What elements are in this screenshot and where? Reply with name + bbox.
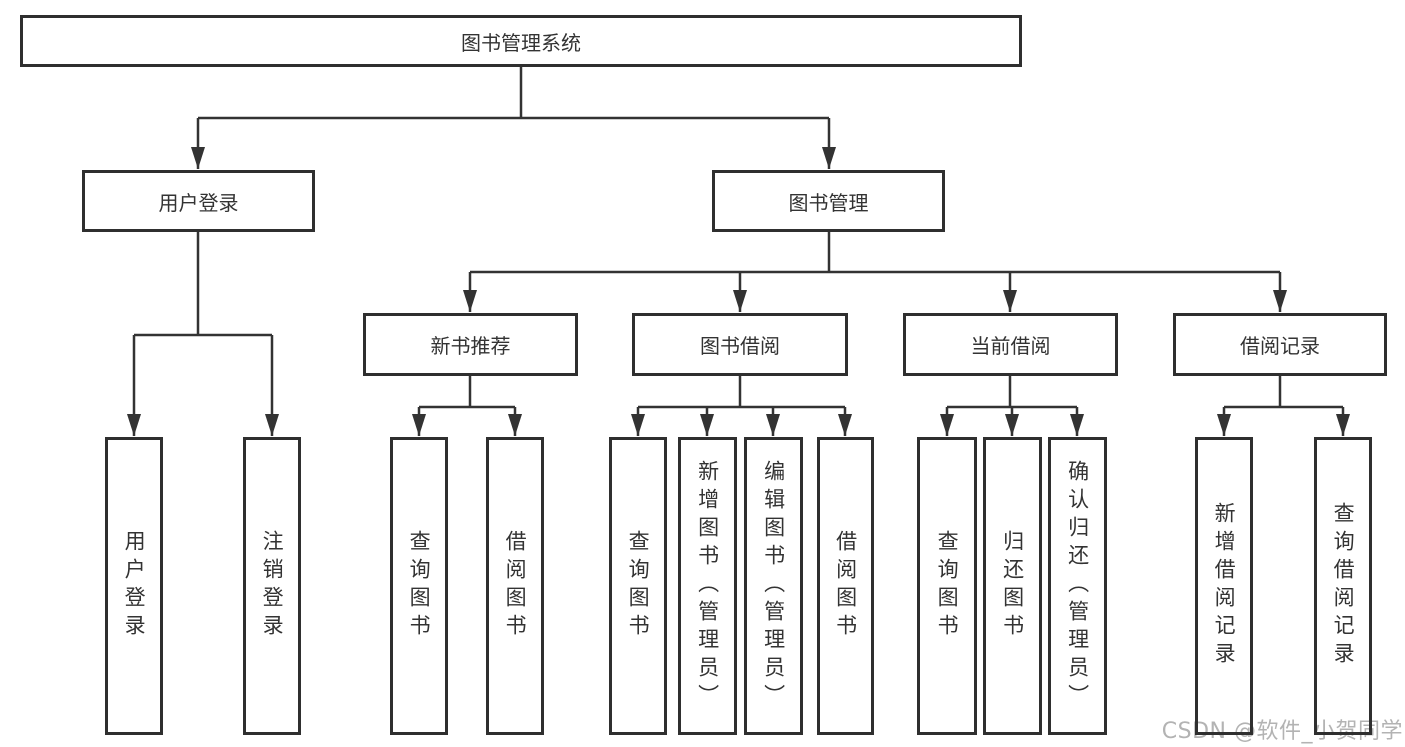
- leaf-borrow-books-borrowing: 借阅图书: [817, 437, 874, 735]
- leaf-logout: 注销登录: [243, 437, 301, 735]
- node-user-login: 用户登录: [82, 170, 315, 232]
- leaf-label: 借阅图书: [833, 530, 858, 642]
- leaf-label: 查询图书: [935, 530, 960, 642]
- leaf-label: 用户登录: [122, 530, 147, 642]
- leaf-confirm-return-admin: 确认归还（管理员）: [1048, 437, 1107, 735]
- leaf-add-borrow-record: 新增借阅记录: [1195, 437, 1253, 735]
- node-label: 图书管理: [788, 190, 869, 215]
- csdn-watermark: CSDN @软件_小贺同学: [1161, 719, 1403, 744]
- leaf-query-books-borrowing: 查询图书: [609, 437, 667, 735]
- leaf-label: 查询图书: [626, 530, 651, 642]
- node-new-book-recommendation: 新书推荐: [363, 313, 578, 376]
- leaf-borrow-books-recommend: 借阅图书: [486, 437, 544, 735]
- node-label: 新书推荐: [430, 334, 511, 358]
- node-borrowing-records: 借阅记录: [1173, 313, 1387, 376]
- leaf-edit-books-admin: 编辑图书（管理员）: [744, 437, 803, 735]
- node-label: 图书管理系统: [461, 30, 581, 55]
- node-label: 借阅记录: [1240, 334, 1320, 358]
- leaf-label: 借阅图书: [503, 530, 528, 642]
- node-book-borrowing: 图书借阅: [632, 313, 848, 376]
- node-label: 当前借阅: [970, 334, 1051, 358]
- leaf-label: 注销登录: [260, 530, 285, 642]
- leaf-add-books-admin: 新增图书（管理员）: [678, 437, 737, 735]
- leaf-query-books-recommend: 查询图书: [390, 437, 448, 735]
- leaf-label: 确认归还（管理员）: [1065, 460, 1090, 712]
- leaf-query-borrow-record: 查询借阅记录: [1314, 437, 1372, 735]
- node-library-management-system: 图书管理系统: [20, 15, 1022, 67]
- leaf-label: 新增借阅记录: [1212, 502, 1237, 670]
- leaf-label: 查询图书: [407, 530, 432, 642]
- leaf-query-books-current: 查询图书: [917, 437, 977, 735]
- leaf-user-login: 用户登录: [105, 437, 163, 735]
- leaf-label: 编辑图书（管理员）: [761, 460, 786, 712]
- leaf-return-books: 归还图书: [983, 437, 1042, 735]
- node-book-management: 图书管理: [712, 170, 945, 232]
- node-label: 图书借阅: [700, 334, 780, 358]
- node-label: 用户登录: [158, 190, 239, 215]
- node-current-borrowing: 当前借阅: [903, 313, 1118, 376]
- leaf-label: 新增图书（管理员）: [695, 460, 720, 712]
- leaf-label: 查询借阅记录: [1331, 502, 1356, 670]
- leaf-label: 归还图书: [1000, 530, 1025, 642]
